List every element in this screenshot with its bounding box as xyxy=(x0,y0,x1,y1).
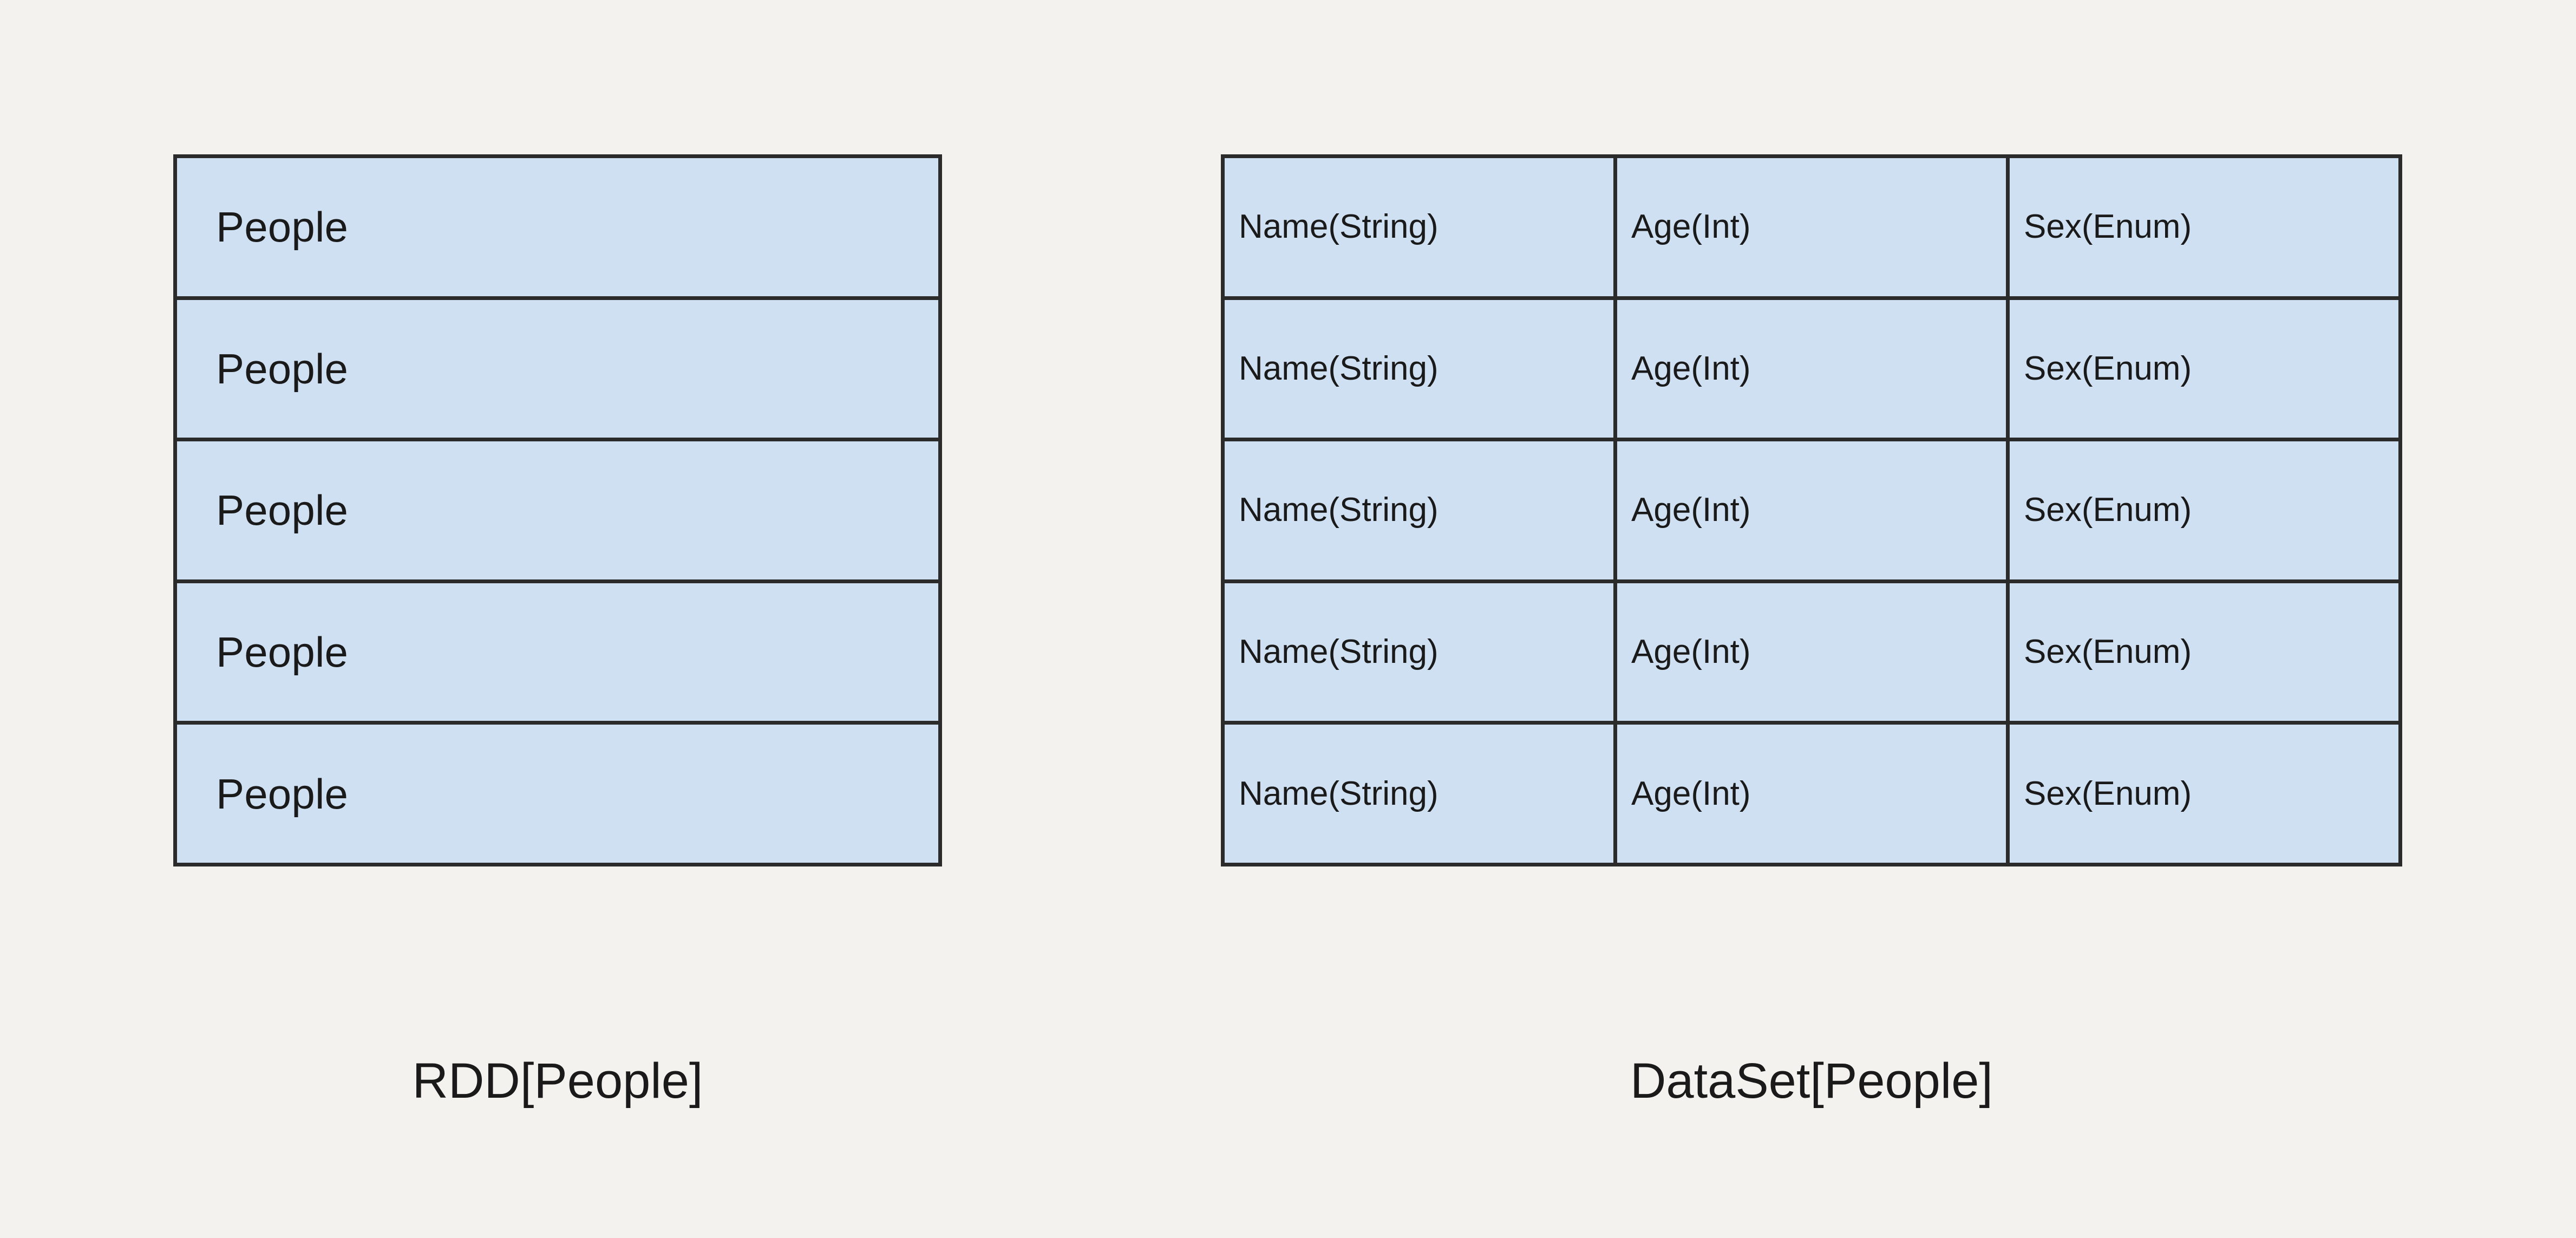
rdd-row-label: People xyxy=(216,486,349,535)
dataset-caption: DataSet[People] xyxy=(1630,1053,1993,1109)
table-row: Name(String) Age(Int) Sex(Enum) xyxy=(1225,441,2398,583)
rdd-row-label: People xyxy=(216,344,349,393)
rdd-caption: RDD[People] xyxy=(412,1053,703,1109)
table-cell-label: Name(String) xyxy=(1239,491,1439,529)
table-row: Name(String) Age(Int) Sex(Enum) xyxy=(1225,725,2398,863)
rdd-row: People xyxy=(177,725,938,863)
table-cell-label: Sex(Enum) xyxy=(2024,633,2192,671)
rdd-row: People xyxy=(177,299,938,442)
table-cell-sex: Sex(Enum) xyxy=(2010,299,2398,438)
table-cell-label: Name(String) xyxy=(1239,349,1439,387)
table-cell-label: Name(String) xyxy=(1239,633,1439,671)
table-cell-age: Age(Int) xyxy=(1617,441,2010,579)
rdd-row-label: People xyxy=(216,770,349,818)
table-cell-sex: Sex(Enum) xyxy=(2010,441,2398,579)
table-cell-label: Sex(Enum) xyxy=(2024,491,2192,529)
rdd-row-label: People xyxy=(216,628,349,676)
table-row: Name(String) Age(Int) Sex(Enum) xyxy=(1225,158,2398,300)
rdd-row: People xyxy=(177,158,938,300)
table-cell-name: Name(String) xyxy=(1225,441,1617,579)
table-cell-label: Age(Int) xyxy=(1631,349,1751,387)
rdd-block: People People People People People xyxy=(173,154,942,866)
table-cell-label: Name(String) xyxy=(1239,208,1439,246)
table-cell-label: Name(String) xyxy=(1239,774,1439,812)
table-cell-label: Age(Int) xyxy=(1631,491,1751,529)
table-cell-label: Sex(Enum) xyxy=(2024,349,2192,387)
table-cell-age: Age(Int) xyxy=(1617,725,2010,863)
table-cell-label: Age(Int) xyxy=(1631,774,1751,812)
table-cell-label: Age(Int) xyxy=(1631,208,1751,246)
table-cell-sex: Sex(Enum) xyxy=(2010,158,2398,296)
table-cell-age: Age(Int) xyxy=(1617,583,2010,721)
table-cell-label: Sex(Enum) xyxy=(2024,774,2192,812)
table-cell-age: Age(Int) xyxy=(1617,299,2010,438)
table-cell-sex: Sex(Enum) xyxy=(2010,583,2398,721)
table-cell-sex: Sex(Enum) xyxy=(2010,725,2398,863)
table-row: Name(String) Age(Int) Sex(Enum) xyxy=(1225,299,2398,442)
dataset-table: Name(String) Age(Int) Sex(Enum) Name(Str… xyxy=(1221,154,2402,866)
table-cell-name: Name(String) xyxy=(1225,725,1617,863)
table-cell-age: Age(Int) xyxy=(1617,158,2010,296)
rdd-row: People xyxy=(177,583,938,725)
table-cell-name: Name(String) xyxy=(1225,299,1617,438)
rdd-row-label: People xyxy=(216,203,349,251)
table-cell-label: Sex(Enum) xyxy=(2024,208,2192,246)
rdd-row: People xyxy=(177,441,938,583)
table-row: Name(String) Age(Int) Sex(Enum) xyxy=(1225,583,2398,725)
table-cell-name: Name(String) xyxy=(1225,583,1617,721)
table-cell-label: Age(Int) xyxy=(1631,633,1751,671)
table-cell-name: Name(String) xyxy=(1225,158,1617,296)
